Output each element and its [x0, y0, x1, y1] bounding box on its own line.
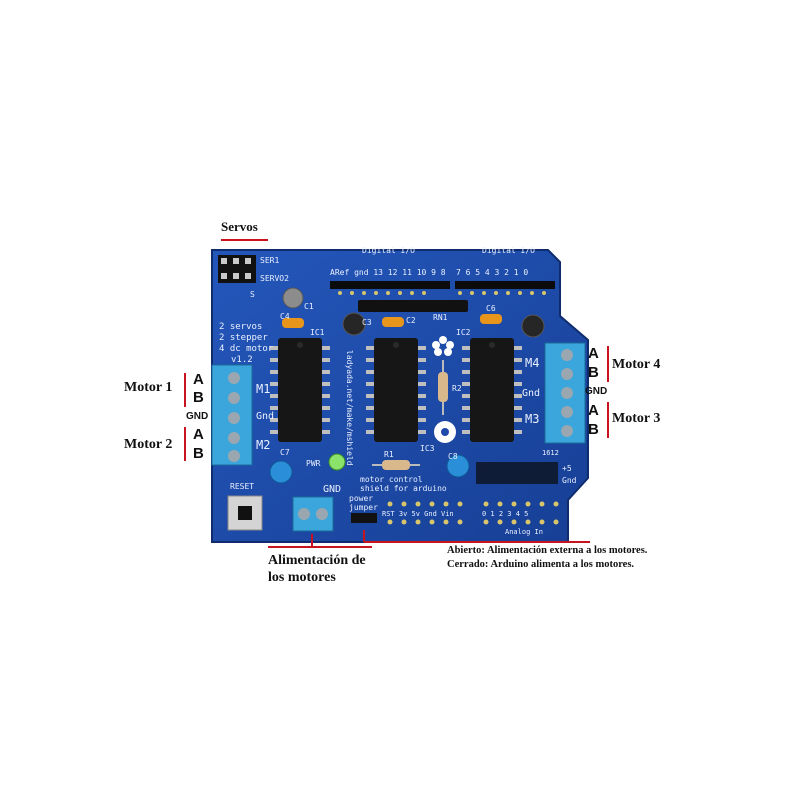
desc-line-3: 4 dc motor [219, 344, 274, 354]
power-jumper-header [351, 513, 377, 523]
r2-label: R2 [452, 384, 462, 393]
r1-label: R1 [384, 450, 394, 459]
digital-pins-right: 7 6 5 4 3 2 1 0 [456, 268, 529, 277]
pwr-label: PWR [306, 459, 321, 468]
s-label: S [250, 290, 255, 299]
power-annotation-line-1: Alimentación de [268, 553, 366, 568]
terminal-block-right [544, 342, 586, 444]
gnd-right-label: Gnd [522, 388, 541, 399]
left-gnd-annotation: GND [186, 411, 209, 422]
analog-pin-header-5v [476, 462, 558, 484]
servos-annotation: Servos [221, 219, 258, 234]
m3-label: M3 [525, 412, 540, 426]
footer-line-1: motor control [360, 475, 423, 484]
capacitor-c1 [282, 287, 304, 309]
motor1-a: A [193, 371, 204, 388]
digital-header-left [330, 281, 450, 289]
ic1-label: IC1 [310, 328, 325, 337]
digital-io-label-right: Digital I/O [482, 246, 535, 255]
pwr-led [328, 453, 346, 471]
rn1-label: RN1 [433, 313, 448, 322]
capacitor-c2 [382, 317, 404, 327]
capacitor-c7 [269, 460, 293, 484]
motor3-b: B [588, 421, 599, 438]
motor2-annotation: Motor 2 [124, 437, 173, 452]
motor3-a: A [588, 402, 599, 419]
digital-io-label: Digital I/O [362, 246, 415, 255]
c4-label: C4 [280, 312, 290, 321]
resistor-r1 [372, 460, 420, 470]
servo2-label: SERVO2 [260, 274, 289, 283]
plus5-label: +5 [562, 464, 572, 473]
c3-label: C3 [362, 318, 372, 327]
ic1-chip [278, 338, 322, 442]
c8-label: C8 [448, 452, 458, 461]
capacitor-c6 [480, 314, 502, 324]
board-description: 2 servos 2 stepper 4 dc motor v1.2 [219, 322, 273, 366]
adafruit-flower-logo [432, 336, 454, 356]
m2-label: M2 [256, 438, 271, 452]
m4-label: M4 [525, 356, 540, 370]
motor4-a: A [588, 345, 599, 362]
jumper-closed-note: Cerrado: Arduino alimenta a los motores. [447, 559, 635, 570]
ic2-label: IC2 [456, 328, 471, 337]
motor4-annotation: Motor 4 [612, 357, 661, 372]
motor1-b: B [193, 389, 204, 406]
c6-label: C6 [486, 304, 496, 313]
c7-label: C7 [280, 448, 290, 457]
capacitor-c8 [446, 454, 470, 478]
motor2-a: A [193, 426, 204, 443]
power-annotation: Alimentación de los motores [268, 552, 366, 586]
power-annotation-line-2: los motores [268, 570, 336, 585]
ser1-label: SER1 [260, 256, 280, 265]
power-jumper-line-1: power [349, 494, 374, 503]
motor1-annotation: Motor 1 [124, 380, 173, 395]
motor-control-footer: motor control shield for arduino [360, 475, 447, 493]
capacitor-c5 [521, 314, 545, 338]
terminal-block-left [211, 364, 253, 466]
date-code: 1612 [542, 449, 559, 457]
analog-pin-labels: 0 1 2 3 4 5 [482, 510, 529, 518]
ic3-label: IC3 [420, 444, 435, 453]
ext-power-terminal [292, 496, 334, 532]
ext-pwr-gnd-label: GND [323, 484, 342, 495]
right-gnd-annotation: GND [585, 386, 608, 397]
gnd-header-label: Gnd [562, 476, 577, 485]
capacitor-c4 [282, 318, 304, 328]
digital-header-right [455, 281, 555, 289]
digital-pins-left: ARef gnd 13 12 11 10 9 8 [330, 268, 446, 277]
motor3-annotation: Motor 3 [612, 411, 661, 426]
capacitor-c3 [342, 312, 366, 336]
desc-line-4: v1.2 [231, 355, 253, 365]
desc-line-2: 2 stepper [219, 333, 268, 343]
power-pin-labels: RST 3v 5v Gnd Vin [382, 510, 454, 518]
vertical-url: ladyada.net/make/mshield [345, 350, 354, 466]
open-hardware-gear-logo [434, 421, 456, 443]
footer-line-2: shield for arduino [360, 484, 447, 493]
reset-button [227, 495, 263, 531]
motor4-b: B [588, 364, 599, 381]
reset-label: RESET [230, 482, 255, 491]
jumper-open-note: Abierto: Alimentación externa a los moto… [447, 545, 648, 556]
ic2-chip [374, 338, 418, 442]
resistor-r2 [438, 360, 448, 415]
power-jumper-label: power jumper [349, 494, 378, 512]
c2-label: C2 [406, 316, 416, 325]
analog-in-label: Analog In [505, 528, 543, 536]
motor2-b: B [193, 445, 204, 462]
power-jumper-line-2: jumper [349, 503, 378, 512]
desc-line-1: 2 servos [219, 322, 263, 332]
m1-label: M1 [256, 382, 271, 396]
resistor-network-rn1 [358, 300, 468, 312]
gnd-left-label: Gnd [256, 411, 275, 422]
ic3-chip [470, 338, 514, 442]
c1-label: C1 [304, 302, 314, 311]
